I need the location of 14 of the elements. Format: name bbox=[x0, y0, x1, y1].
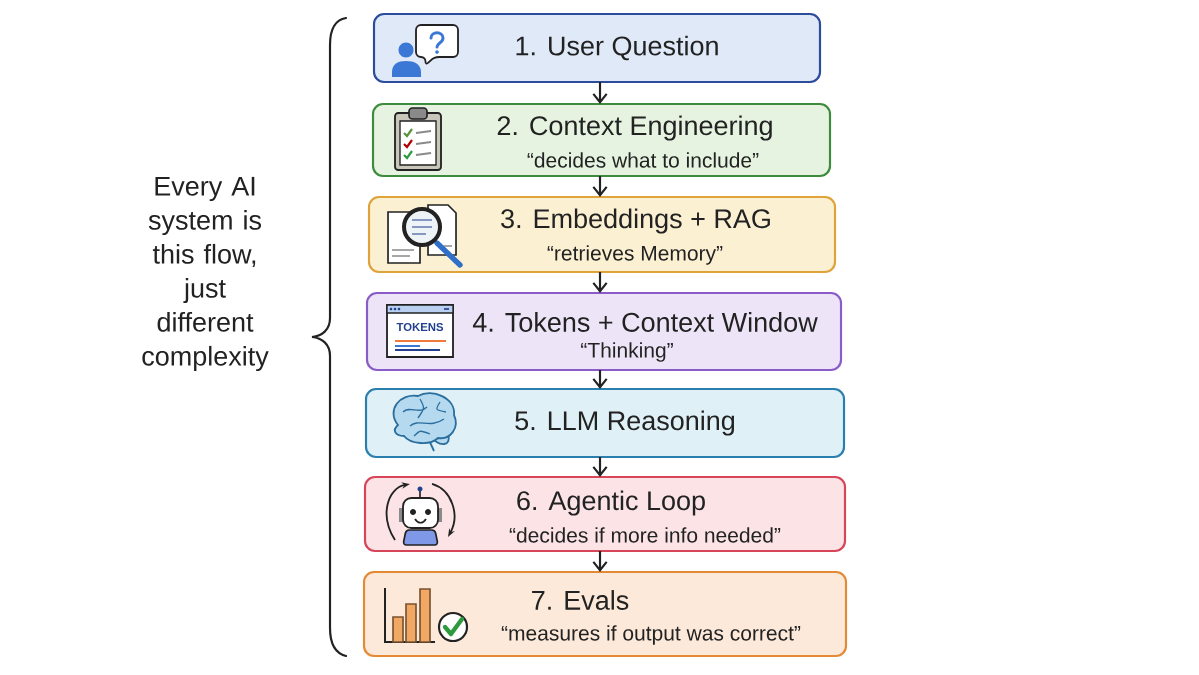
window-label: TOKENS bbox=[396, 323, 444, 331]
arrow bbox=[592, 176, 608, 197]
arrow bbox=[592, 551, 608, 572]
arrow bbox=[592, 82, 608, 104]
step-box: 2. Context Engineering “decides what to include” bbox=[371, 102, 832, 178]
step-box: 6. Agentic Loop “decides if more info needed” bbox=[363, 475, 847, 553]
side-note: Every AI system is this flow, just different complexity bbox=[142, 176, 269, 372]
step-box: 5. LLM Reasoning bbox=[364, 387, 846, 459]
step-box: 1. User Question bbox=[372, 12, 822, 84]
arrow bbox=[592, 457, 608, 477]
arrow bbox=[592, 370, 608, 389]
arrow bbox=[592, 272, 608, 293]
step-box: 3. Embeddings + RAG “retrieves Memory” bbox=[367, 195, 837, 274]
step-box: 7. Evals “measures if output was correct” bbox=[362, 570, 848, 658]
